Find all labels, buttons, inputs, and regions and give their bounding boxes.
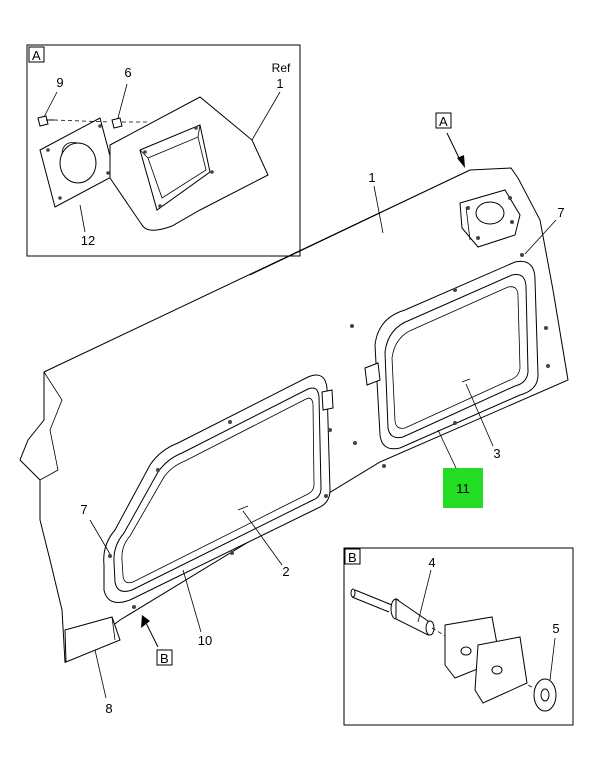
- callout-12: 12: [81, 233, 95, 248]
- washer: [533, 678, 557, 712]
- bottom-strip: [64, 616, 121, 663]
- inset-a-tag: [28, 46, 45, 63]
- callout-9: 9: [56, 75, 63, 90]
- callout-4: 4: [428, 555, 435, 570]
- inset-a: A 9 6 Ref 1 12: [26, 44, 301, 257]
- arrow-head-b: [141, 615, 150, 628]
- screw: [37, 115, 49, 127]
- main-callouts: 1 7 3 11 7 2 10 8: [80, 170, 564, 716]
- callout-ref: Ref: [272, 61, 291, 75]
- callout-5: 5: [552, 621, 559, 636]
- callout-2: 2: [282, 564, 289, 579]
- callout-ref-1: 1: [276, 76, 283, 91]
- inset-a-letter: A: [32, 48, 41, 63]
- nut-insert: [111, 117, 123, 129]
- callout-3: 3: [493, 446, 500, 461]
- callout-7-left: 7: [80, 502, 87, 517]
- view-marker-a: A: [435, 112, 465, 168]
- callout-7-right: 7: [557, 205, 564, 220]
- inset-b-letter: B: [348, 550, 357, 565]
- callout-10: 10: [198, 633, 212, 648]
- arrow-head-a: [457, 155, 465, 168]
- inset-b-tag: [344, 548, 361, 565]
- fasteners: [108, 253, 550, 609]
- view-marker-b-letter: B: [160, 651, 169, 666]
- callout-6: 6: [124, 65, 131, 80]
- callout-8: 8: [105, 701, 112, 716]
- rivet: [350, 588, 435, 636]
- view-marker-a-letter: A: [439, 114, 448, 129]
- view-marker-b: B: [141, 615, 173, 666]
- inset-b: B 4 5: [343, 547, 574, 726]
- bracket-assembly: [459, 189, 521, 248]
- callout-11[interactable]: 11: [456, 481, 470, 496]
- right-window: [364, 260, 539, 450]
- left-window: [103, 374, 334, 603]
- callout-1: 1: [368, 170, 375, 185]
- callout-11-highlight[interactable]: [443, 468, 483, 508]
